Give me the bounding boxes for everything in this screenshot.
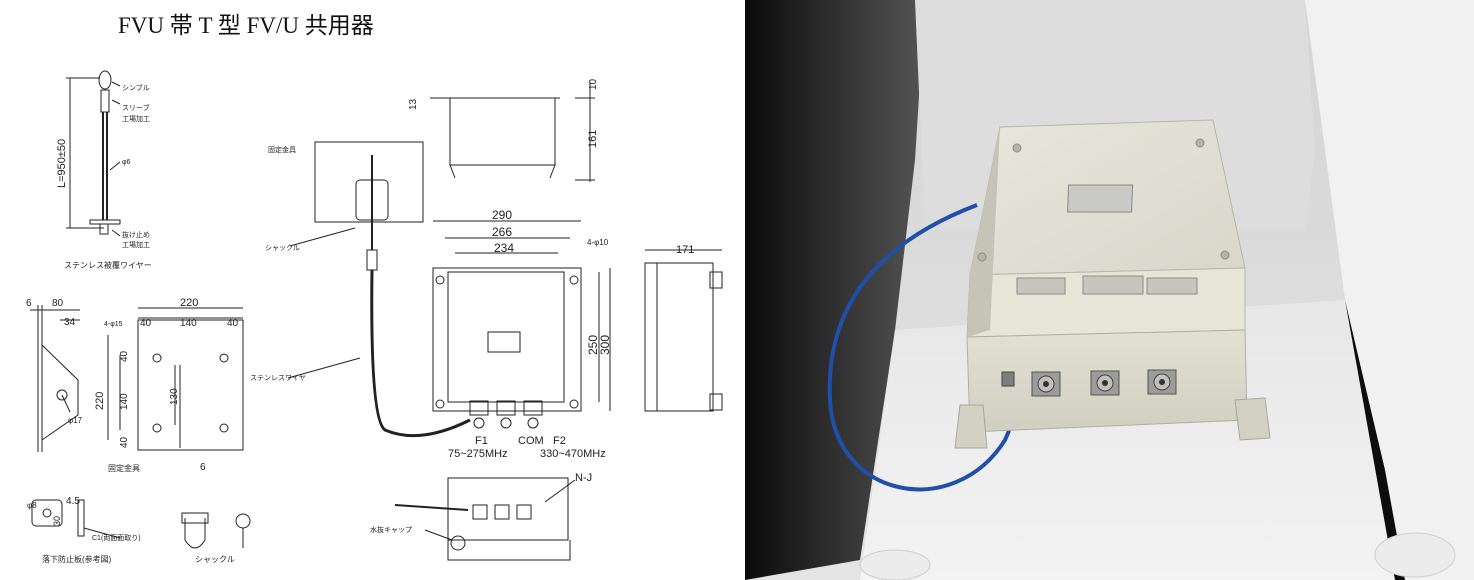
bracket-plate-view (107, 307, 244, 451)
fall-plate-note: C1(両面面取り) (92, 534, 141, 542)
n-connectors (1031, 369, 1177, 397)
plate-dim-40b: 40 (227, 318, 239, 329)
box-dim-250: 250 (586, 335, 600, 355)
box-dim-300: 300 (598, 335, 612, 355)
box-dim-10: 10 (588, 78, 599, 90)
port-f2-label: F2 (553, 435, 566, 447)
box-foot-right (1234, 397, 1271, 441)
port-label-com (1082, 275, 1144, 295)
port-connectors (469, 400, 543, 429)
sleeve-work-label: 工場加工 (122, 114, 150, 123)
box-front-view (432, 220, 611, 429)
plate-dim-220-side: 220 (94, 392, 106, 410)
drain-cap-label: 水抜キャップ (370, 525, 412, 534)
fall-plate-view (31, 499, 121, 539)
bracket-dim-80: 80 (52, 298, 64, 309)
bracket-hole (56, 389, 68, 401)
technical-drawing: シンブル スリーブ 工場加工 φ6 抜け止め 工場加工 ステンレス被覆ワイヤー … (26, 70, 723, 564)
box-dim-161: 161 (587, 130, 599, 148)
fall-plate-dim-30: 30 (52, 516, 62, 526)
cable-gland (1001, 371, 1015, 387)
sleeve-label: スリーブ (122, 103, 150, 112)
port-label-f2 (1146, 277, 1198, 295)
box-foot-left (954, 404, 988, 449)
bracket-side-view (30, 305, 80, 452)
nameplate-outline (487, 331, 521, 353)
stopper-work-label: 工場加工 (122, 240, 150, 249)
drain-cap-shape (450, 535, 466, 551)
stopper-shape (89, 219, 121, 225)
port-f1-label: F1 (475, 435, 488, 447)
assembly-view (287, 141, 471, 438)
port-f1-range: 75~275MHz (448, 448, 508, 460)
nameplate (1067, 184, 1134, 213)
box-front-body (432, 267, 582, 412)
bracket-dim-hole: φ17 (68, 416, 83, 425)
box-top-view (430, 82, 595, 182)
connector-f1 (1031, 371, 1061, 397)
port-label-f1 (1016, 277, 1066, 295)
wire-length-label: L=950±50 (56, 139, 68, 188)
thimble-shape (98, 70, 112, 90)
box-dim-171: 171 (676, 244, 694, 256)
product-photo (745, 0, 1474, 580)
box-dim-290: 290 (492, 208, 512, 222)
connector-label: N-J (575, 472, 592, 484)
fall-plate-caption: 落下防止板(参考図) (42, 554, 112, 564)
plate-dim-130: 130 (169, 388, 180, 405)
shackle-small (181, 512, 251, 549)
box-dim-holes: 4-φ10 (587, 238, 609, 247)
diameter-label: φ6 (122, 159, 131, 166)
fall-plate-dim-45: 4.5 (66, 496, 80, 507)
wire-detail (66, 70, 121, 237)
thimble-label: シンブル (122, 83, 150, 92)
box-dim-266: 266 (492, 225, 512, 239)
plate-dim-40a: 40 (140, 318, 152, 329)
plate-dim-40c: 40 (119, 350, 130, 362)
fall-plate-dim-hole: φ8 (27, 501, 37, 510)
box-dim-234: 234 (494, 241, 514, 255)
stopper-label: 抜け止め (122, 230, 150, 239)
assembly-wire-label: ステンレスワイヤ (250, 374, 306, 382)
assembly-shackle-label: シャックル (265, 244, 300, 252)
assembly-bracket-label: 固定金具 (268, 145, 296, 154)
lid-screws (977, 138, 1230, 262)
right-wall (1305, 0, 1474, 580)
port-com-label: COM (518, 435, 544, 447)
box-side-view (644, 249, 723, 412)
plate-dim-220-top: 220 (180, 297, 198, 309)
connector-f2 (1147, 369, 1177, 395)
mount-holes (435, 275, 579, 409)
page-title: FVU 帯 T 型 FV/U 共用器 (118, 13, 374, 38)
plate-dim-140b: 140 (119, 393, 130, 410)
port-f2-range: 330~470MHz (540, 448, 606, 460)
plate-dim-6: 6 (200, 462, 206, 473)
plate-holes (152, 353, 229, 433)
assembly-wire (370, 269, 471, 438)
left-shadow-panel (745, 0, 925, 580)
bracket-dim-6: 6 (26, 298, 32, 309)
box-bottom-view (394, 477, 576, 561)
connector-com (1090, 370, 1120, 396)
bracket-dim-34: 34 (64, 317, 76, 328)
plate-dim-40d: 40 (119, 436, 130, 448)
plate-dim-holes: 4-φ15 (104, 321, 123, 328)
sleeve-shape (100, 89, 110, 113)
assembly-bracket-plate (314, 141, 424, 223)
wire-caption: ステンレス被覆ワイヤー (64, 260, 152, 270)
box-dim-13: 13 (408, 98, 419, 110)
bracket-plate (137, 319, 244, 451)
bracket-caption: 固定金具 (108, 463, 140, 473)
shackle-caption: シャックル (195, 555, 235, 564)
plate-dim-140a: 140 (180, 318, 197, 329)
